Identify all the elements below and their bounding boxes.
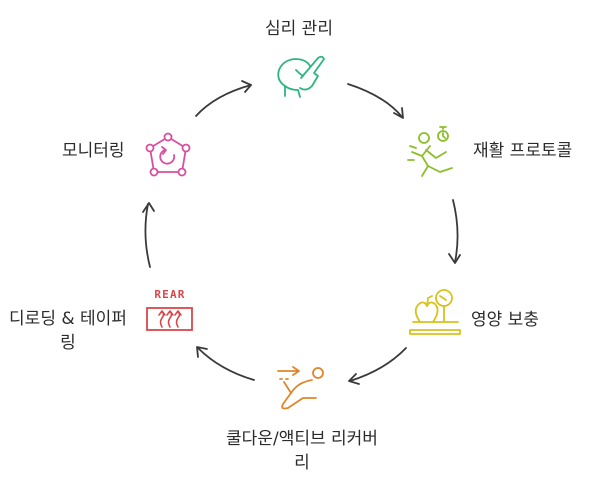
step-label-rehab-protocol: 재활 프로토콜 bbox=[473, 141, 573, 161]
arrow-4 bbox=[196, 346, 255, 381]
rear-heater-icon: REAR bbox=[146, 288, 193, 331]
arrow-3 bbox=[348, 347, 407, 385]
arrow-5 bbox=[142, 202, 155, 268]
reclining-person-icon bbox=[277, 366, 324, 410]
arrow-6 bbox=[195, 80, 252, 117]
head-hand-icon bbox=[277, 55, 325, 98]
runner-stopwatch-icon bbox=[407, 126, 453, 177]
step-label-cooldown-recovery: 쿨다운/액티브 리커버리 bbox=[226, 429, 378, 473]
step-label-psychological-management: 심리 관리 bbox=[265, 19, 333, 39]
rear-icon-text: REAR bbox=[154, 288, 185, 301]
arrow-1 bbox=[347, 83, 404, 119]
step-label-monitoring: 모니터링 bbox=[62, 141, 125, 161]
scale-apple-icon bbox=[409, 289, 461, 335]
arrow-2 bbox=[448, 199, 461, 264]
step-label-nutrition: 영양 보충 bbox=[471, 310, 539, 330]
pentagon-network-icon bbox=[145, 132, 191, 177]
step-label-deload-taper: 디로딩 & 테이퍼링 bbox=[9, 309, 127, 353]
